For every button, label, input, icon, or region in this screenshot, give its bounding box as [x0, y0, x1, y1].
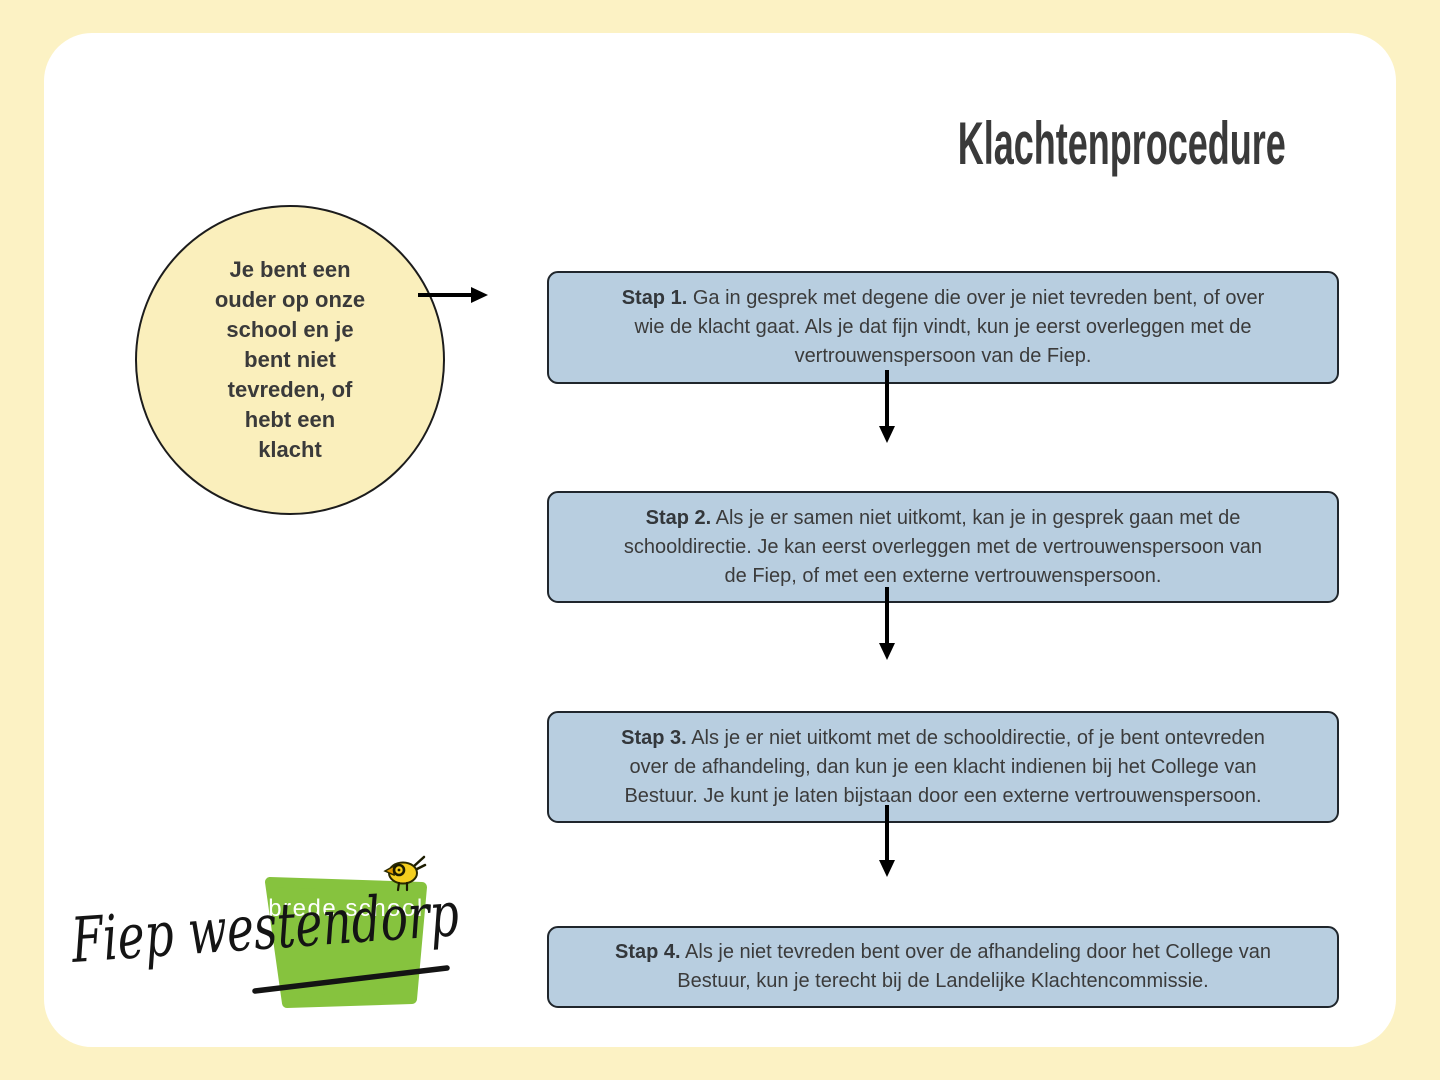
- step-4-text: Als je niet tevreden bent over de afhand…: [677, 941, 1271, 992]
- step-2-text: Als je er samen niet uitkomt, kan je in …: [623, 506, 1263, 587]
- step-box-2: Stap 2. Als je er samen niet uitkomt, ka…: [547, 491, 1339, 603]
- page-title: Klachtenprocedure: [957, 110, 1286, 177]
- logo-underline: [252, 965, 450, 994]
- bird-icon: [383, 855, 427, 892]
- logo-tagline: brede school: [268, 895, 423, 922]
- step-1-text: Ga in gesprek met degene die over je nie…: [634, 287, 1265, 367]
- step-1-label: Stap 1.: [621, 287, 688, 309]
- step-3-paragraph: Stap 3. Als je er niet uitkomt met de sc…: [621, 724, 1265, 811]
- school-logo: brede school Fiep westendorp: [68, 855, 461, 1008]
- start-circle: Je bent een ouder op onze school en je b…: [135, 205, 445, 515]
- start-circle-text: Je bent een ouder op onze school en je b…: [214, 257, 366, 462]
- step-1-paragraph: Stap 1. Ga in gesprek met degene die ove…: [622, 284, 1265, 371]
- step-box-1: Stap 1. Ga in gesprek met degene die ove…: [547, 271, 1339, 384]
- step-box-4: Stap 4. Als je niet tevreden bent over d…: [547, 926, 1339, 1008]
- step-box-3: Stap 3. Als je er niet uitkomt met de sc…: [547, 711, 1339, 823]
- step-4-paragraph: Stap 4. Als je niet tevreden bent over d…: [615, 938, 1271, 996]
- step-3-label: Stap 3.: [621, 726, 687, 749]
- step-3-text: Als je er niet uitkomt met de schooldire…: [624, 726, 1265, 807]
- logo-green-shape: [265, 877, 427, 1008]
- step-2-label: Stap 2.: [645, 506, 712, 529]
- step-2-paragraph: Stap 2. Als je er samen niet uitkomt, ka…: [624, 504, 1262, 591]
- step-4-label: Stap 4.: [615, 941, 681, 963]
